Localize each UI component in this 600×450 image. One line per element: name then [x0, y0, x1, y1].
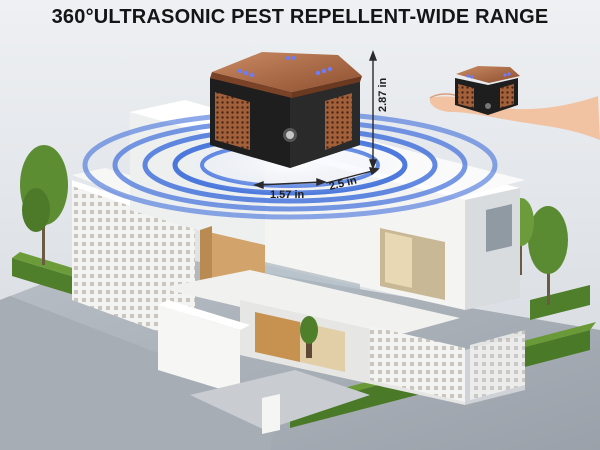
led-indicator — [237, 56, 333, 78]
device-product-icon — [210, 52, 362, 168]
height-dimension-label: 2.87 in — [377, 77, 389, 112]
headline-title: 360°ULTRASONIC PEST REPELLENT-WIDE RANGE — [51, 6, 549, 28]
tree-right — [528, 206, 568, 305]
depth-dimension-label: 1.57 in — [270, 189, 305, 201]
dimension-lines — [253, 50, 380, 190]
device-small-icon — [455, 66, 520, 115]
tree-icon — [20, 145, 68, 265]
speaker-grille-icon — [215, 92, 250, 150]
